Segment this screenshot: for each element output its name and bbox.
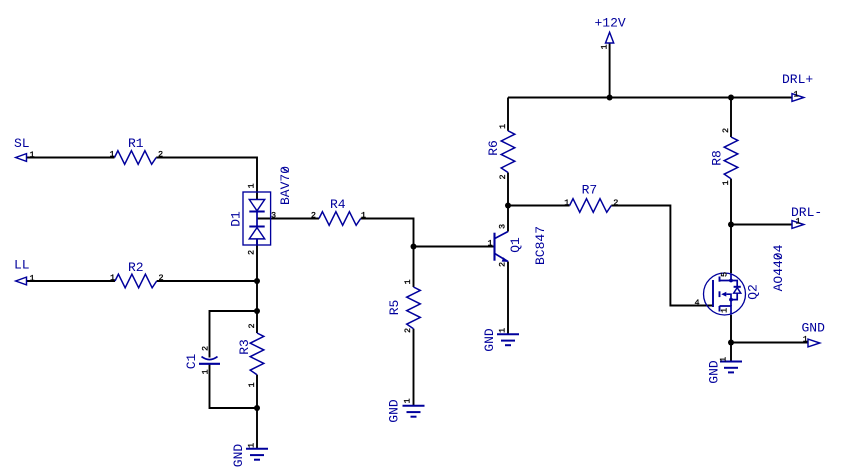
svg-text:1: 1 <box>201 369 211 374</box>
svg-text:5: 5 <box>720 272 730 277</box>
svg-text:1: 1 <box>796 216 801 226</box>
svg-text:2: 2 <box>498 174 508 179</box>
svg-text:1: 1 <box>803 334 808 344</box>
svg-text:2: 2 <box>498 262 508 267</box>
svg-text:1: 1 <box>794 89 799 99</box>
svg-text:1: 1 <box>247 443 257 448</box>
svg-text:DRL-: DRL- <box>791 205 822 220</box>
svg-text:1: 1 <box>30 274 35 284</box>
svg-text:BC847: BC847 <box>533 226 548 265</box>
svg-text:2: 2 <box>158 149 163 159</box>
svg-text:DRL+: DRL+ <box>782 72 813 87</box>
svg-text:1: 1 <box>564 198 569 208</box>
svg-text:GND: GND <box>231 444 246 468</box>
svg-text:2: 2 <box>721 128 731 133</box>
svg-text:1: 1 <box>403 279 413 284</box>
svg-text:1: 1 <box>247 382 257 387</box>
svg-text:R3: R3 <box>237 339 252 355</box>
svg-text:1: 1 <box>247 183 257 188</box>
svg-text:4: 4 <box>695 298 700 308</box>
svg-text:LL: LL <box>14 258 30 273</box>
svg-text:GND: GND <box>802 321 826 336</box>
svg-text:AO4404: AO4404 <box>771 244 786 291</box>
svg-text:2: 2 <box>247 250 257 255</box>
svg-text:BAV70: BAV70 <box>278 166 293 205</box>
svg-text:R7: R7 <box>582 183 598 198</box>
svg-text:R5: R5 <box>387 300 402 316</box>
svg-text:+12V: +12V <box>595 16 626 31</box>
svg-text:2: 2 <box>311 210 316 220</box>
svg-text:1: 1 <box>498 328 508 333</box>
svg-text:1: 1 <box>403 398 413 403</box>
svg-text:1: 1 <box>110 149 115 159</box>
svg-text:2: 2 <box>201 346 211 351</box>
svg-text:Q2: Q2 <box>746 284 761 300</box>
svg-text:2: 2 <box>613 198 618 208</box>
svg-text:GND: GND <box>387 399 402 423</box>
svg-text:1: 1 <box>600 44 610 49</box>
svg-text:2: 2 <box>247 323 257 328</box>
svg-text:1: 1 <box>361 210 366 220</box>
svg-text:R2: R2 <box>128 260 144 275</box>
svg-text:R6: R6 <box>486 140 501 156</box>
svg-text:R1: R1 <box>128 136 144 151</box>
svg-text:1: 1 <box>110 273 115 283</box>
svg-text:R8: R8 <box>710 150 725 166</box>
svg-text:C1: C1 <box>184 354 199 370</box>
svg-text:2: 2 <box>159 273 164 283</box>
svg-text:3: 3 <box>271 210 276 220</box>
svg-text:1: 1 <box>488 238 493 248</box>
svg-text:1: 1 <box>498 124 508 129</box>
svg-text:Q1: Q1 <box>508 237 523 253</box>
svg-text:R4: R4 <box>330 197 346 212</box>
svg-text:SL: SL <box>14 136 30 151</box>
svg-text:1: 1 <box>720 308 730 313</box>
svg-text:GND: GND <box>707 360 722 384</box>
svg-text:3: 3 <box>498 224 508 229</box>
svg-text:1: 1 <box>721 180 731 185</box>
svg-text:1: 1 <box>30 150 35 160</box>
svg-text:D1: D1 <box>229 211 244 227</box>
svg-text:2: 2 <box>403 328 413 333</box>
svg-text:1: 1 <box>719 357 729 362</box>
svg-text:GND: GND <box>482 328 497 352</box>
